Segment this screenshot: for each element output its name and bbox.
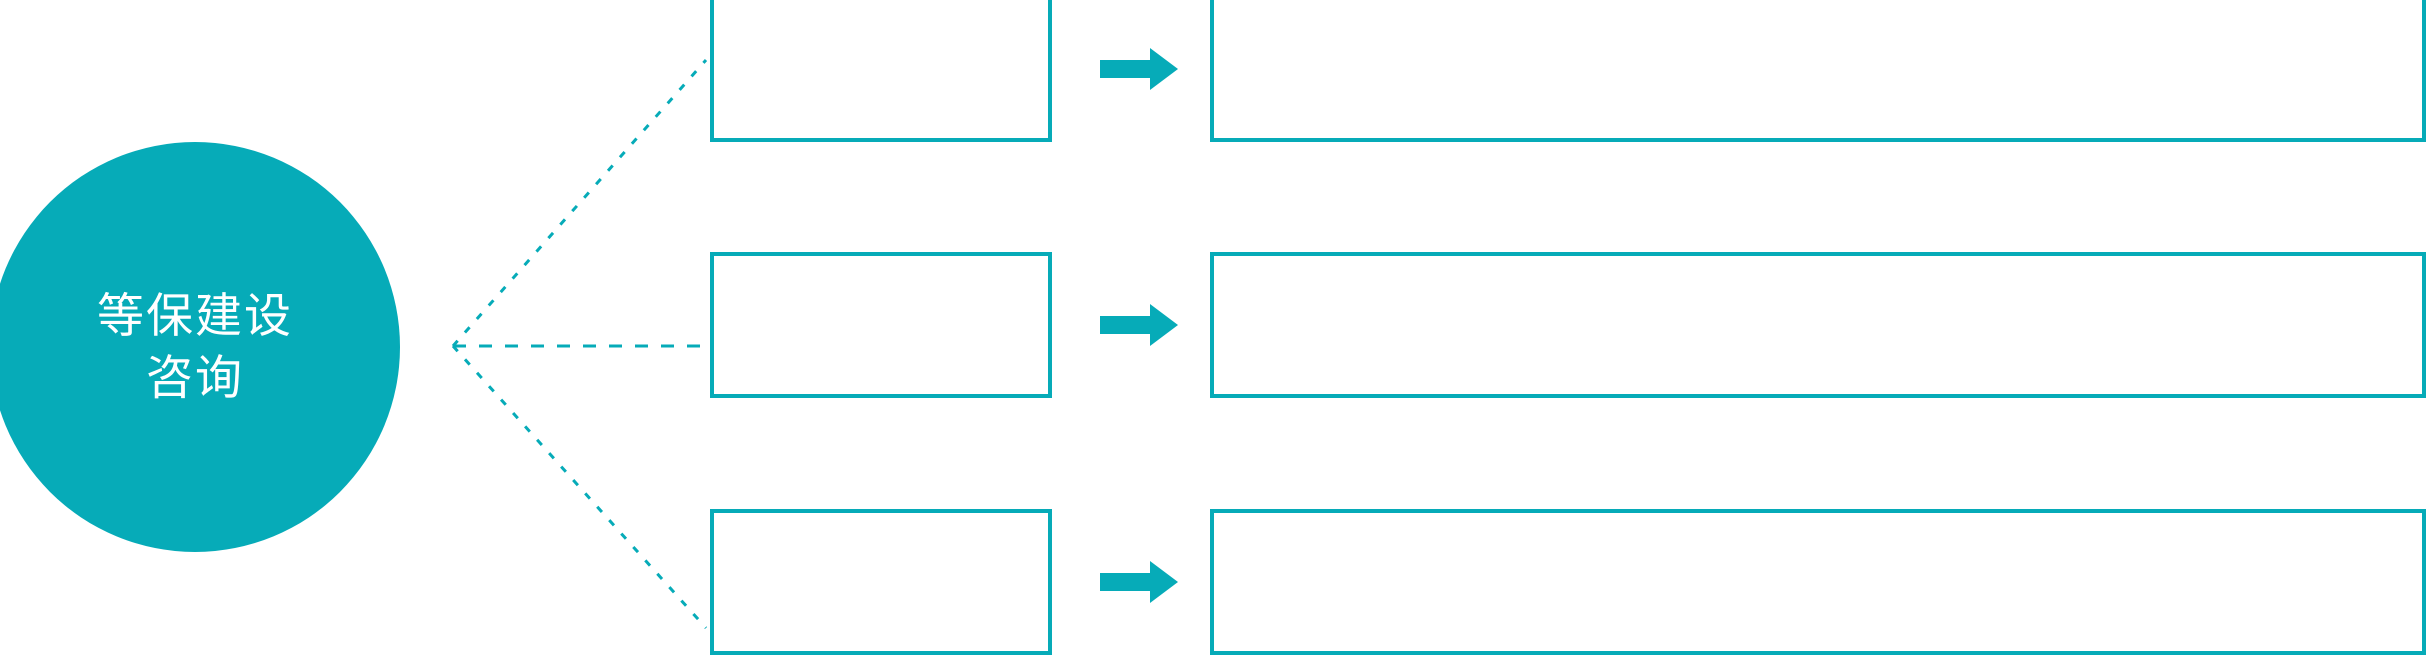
- right-arrow-icon: [1100, 48, 1178, 90]
- right-arrow-icon: [1100, 304, 1178, 346]
- detail-box-1[interactable]: [1210, 0, 2426, 142]
- process-row-3: [0, 509, 2434, 655]
- stage-box-2[interactable]: [710, 252, 1052, 398]
- detail-box-2[interactable]: [1210, 252, 2426, 398]
- detail-box-3[interactable]: [1210, 509, 2426, 655]
- right-arrow-icon: [1100, 561, 1178, 603]
- hub-label-line-2: 咨询: [146, 351, 244, 404]
- hub-label-line-1: 等保建设: [97, 288, 293, 342]
- process-row-2: [0, 252, 2434, 398]
- stage-box-3[interactable]: [710, 509, 1052, 655]
- process-row-1: [0, 0, 2434, 142]
- hub-circle[interactable]: 等保建设 咨询: [0, 142, 400, 552]
- stage-box-1[interactable]: [710, 0, 1052, 142]
